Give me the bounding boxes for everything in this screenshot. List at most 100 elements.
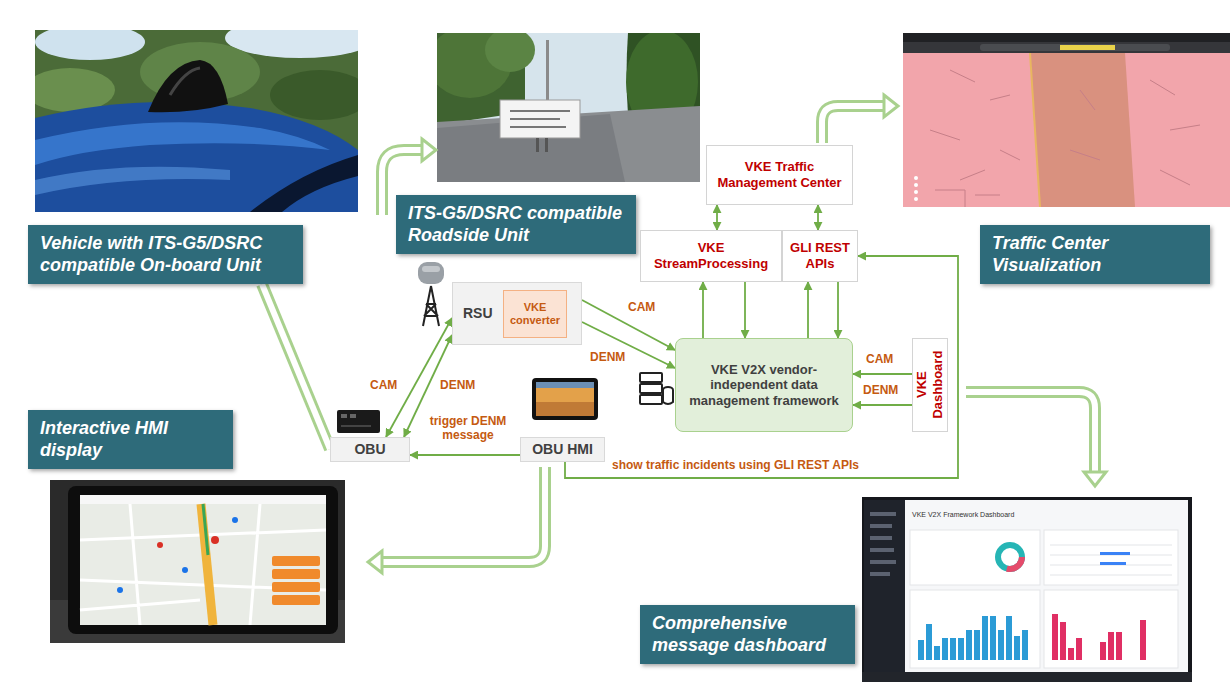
traffic-map-screenshot-part	[903, 33, 1230, 42]
node-text: VKE Traffic Management Center	[713, 159, 846, 190]
dashboard-screenshot-part-part	[966, 630, 972, 660]
dashboard-screenshot-part-part	[1076, 638, 1082, 660]
hmi-display-photo-part	[272, 569, 320, 579]
edge-label-holder: show traffic incidents using GLI REST AP…	[610, 458, 861, 472]
photo-link-arrow-part	[966, 392, 1095, 472]
data-flow-line	[853, 404, 912, 406]
server-database-icon-part	[640, 395, 662, 404]
dashboard-screenshot-part	[1044, 530, 1178, 585]
dashboard-screenshot-part	[870, 524, 892, 528]
dashboard-screenshot-part	[1100, 552, 1130, 555]
dashboard-screenshot-part-part	[974, 630, 980, 660]
hmi-display-photo-part	[232, 517, 238, 523]
dashboard-screenshot-part	[870, 536, 892, 540]
roadside-unit-photo-part	[546, 40, 549, 102]
vehicle-photo	[35, 30, 358, 212]
rsu-tower-icon-part	[422, 266, 440, 272]
link-band	[262, 284, 330, 449]
photo-link-arrow-part	[382, 467, 545, 562]
service-box: VKE Traffic Management Center	[706, 145, 853, 205]
dashboard-screenshot-part-part	[918, 640, 924, 660]
hmi-display-photo-part	[272, 556, 320, 566]
node-text: OBU	[354, 441, 385, 458]
dashboard-screenshot-part-part	[1140, 620, 1146, 660]
dashboard-screenshot-part	[864, 500, 905, 672]
edge-label: CAM	[864, 352, 895, 366]
dashboard-screenshot-part-part	[1052, 614, 1058, 660]
server-database-icon	[640, 373, 673, 404]
dashboard-screenshot-part-part	[1116, 632, 1122, 660]
data-flow-arrow	[808, 282, 809, 338]
edge-label: trigger DENM message	[418, 414, 518, 443]
roadside-unit-photo	[437, 33, 700, 182]
dashboard-box: VKE Dashboard	[912, 338, 948, 432]
vehicle-photo-part	[270, 70, 358, 120]
node-text: Interactive HMI display	[40, 418, 221, 461]
photo-link-arrow-part	[1084, 472, 1106, 486]
data-flow-line	[744, 282, 746, 338]
node-text: VKE Dashboard	[914, 340, 945, 430]
edge-label: DENM	[861, 383, 900, 397]
roadside-unit-photo-part	[545, 138, 548, 152]
dashboard-screenshot-part-part	[1006, 616, 1012, 660]
node-text: VKE V2X vendor-independent data manageme…	[684, 362, 844, 409]
traffic-map-screenshot	[903, 33, 1230, 207]
roadside-unit-photo-part	[500, 100, 580, 138]
vehicle-photo-part	[250, 155, 358, 212]
tablet-icon-part	[532, 378, 598, 420]
dashboard-screenshot-part-part	[1068, 648, 1074, 660]
obu-device-icon	[337, 410, 380, 433]
data-flow-line	[582, 322, 675, 368]
dashboard-screenshot-part	[870, 548, 894, 552]
edge-label-holder: CAM	[626, 300, 657, 314]
node-text: Vehicle with ITS-G5/DSRC compatible On-b…	[40, 233, 291, 276]
data-flow-arrow	[853, 405, 912, 406]
traffic-map-screenshot-part	[930, 70, 1200, 185]
node-text: Traffic Center Visualization	[992, 233, 1198, 276]
hmi-display-photo-part	[182, 567, 188, 573]
rsu-tower-icon-part	[423, 286, 439, 326]
server-database-icon-part	[663, 390, 673, 404]
data-flow-line	[837, 282, 839, 338]
dashboard-screenshot-part-part	[990, 616, 996, 660]
dashboard-screenshot-part	[870, 512, 896, 516]
data-flow-line	[807, 282, 809, 338]
dashboard-screenshot-part-part	[1108, 632, 1114, 660]
data-flow-arrow	[565, 256, 958, 478]
dashboard-screenshot-part	[862, 497, 1192, 682]
dashboard-screenshot-part	[862, 672, 1192, 682]
hmi-display-photo-part	[272, 595, 320, 605]
hmi-display-photo-part	[211, 536, 219, 544]
dashboard-screenshot-part	[998, 545, 1022, 569]
data-flow-arrow	[745, 282, 746, 338]
photo-link-arrow-part	[382, 467, 545, 562]
tablet-icon-part	[536, 382, 594, 388]
hmi-display-photo-part	[203, 504, 208, 555]
roadside-unit-photo-part	[536, 138, 539, 152]
photo-link-arrow-part	[368, 551, 382, 573]
traffic-map-screenshot-part	[935, 190, 1000, 207]
photo-link-arrow-part	[822, 106, 884, 143]
edge-label: CAM	[626, 300, 657, 314]
hmi-display-photo-part	[68, 486, 338, 634]
traffic-map-screenshot-part	[914, 190, 918, 194]
converter-box: VKE converter	[503, 290, 567, 338]
caption-banner: Vehicle with ITS-G5/DSRC compatible On-b…	[28, 225, 303, 284]
data-flow-arrow	[582, 322, 675, 368]
obu-device-icon-part	[350, 414, 356, 418]
edge-label-holder: DENM	[588, 350, 627, 364]
dashboard-screenshot-part-part	[950, 638, 956, 660]
photo-link-arrow-part	[966, 392, 1095, 472]
data-flow-line	[716, 205, 718, 230]
tablet-icon-part	[536, 402, 594, 416]
edge-label: DENM	[438, 378, 477, 392]
hmi-display-photo-part	[80, 495, 326, 504]
dashboard-screenshot-part	[1100, 562, 1126, 565]
rsu-tower-icon	[418, 262, 444, 326]
dashboard-screenshot-part-part	[1022, 630, 1028, 660]
caption-banner: Traffic Center Visualization	[980, 225, 1210, 284]
dashboard-screenshot-part-part	[934, 646, 940, 660]
traffic-map-screenshot-part	[903, 33, 1230, 207]
